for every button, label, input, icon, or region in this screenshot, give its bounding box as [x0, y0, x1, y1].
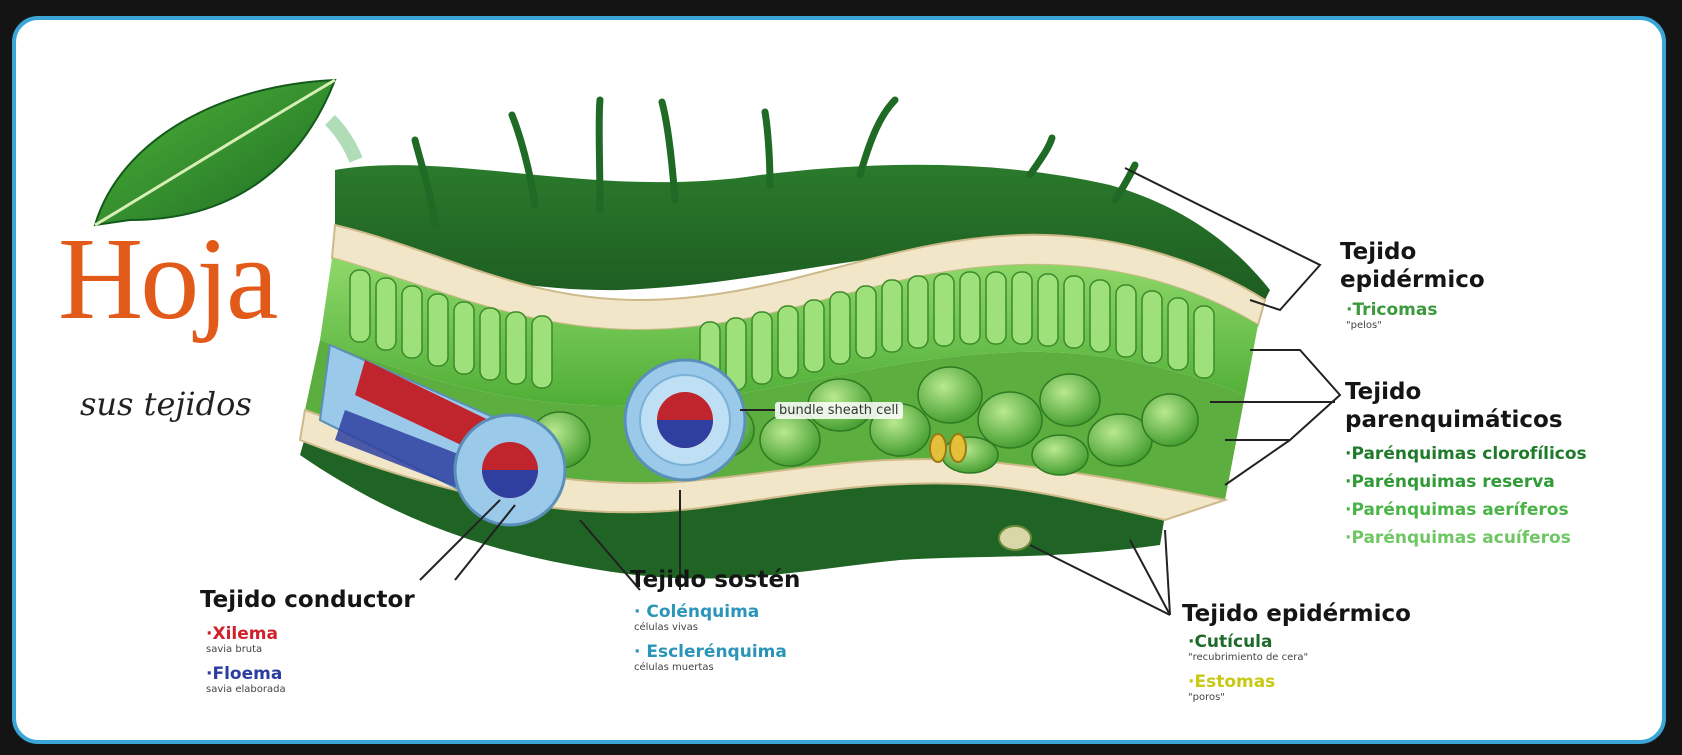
epidermico-top-group: Tejido epidérmico ·Tricomas "pelos": [1340, 238, 1485, 332]
epidermico-bottom-heading: Tejido epidérmico: [1182, 600, 1411, 628]
epidermico-bottom-group: Tejido epidérmico ·Cutícula "recubrimien…: [1182, 600, 1411, 704]
leaf-icon: [95, 80, 356, 225]
parenquima-heading-line1: Tejido: [1345, 378, 1587, 406]
colenquima-note: células vivas: [634, 622, 800, 634]
parenquima-heading-line2: parenquimáticos: [1345, 406, 1587, 434]
parenquima-item-aeriferos: ·Parénquimas aeríferos: [1345, 496, 1587, 524]
page-title: Hoja: [58, 220, 275, 338]
parenquima-group: Tejido parenquimáticos ·Parénquimas clor…: [1345, 378, 1587, 552]
floema-note: savia elaborada: [206, 684, 415, 696]
esclerenquima-label: · Esclerénquima: [634, 642, 800, 662]
estomas-note: "poros": [1188, 692, 1411, 704]
tricomas-note: "pelos": [1346, 320, 1485, 332]
bundle-sheath-cross-section: [625, 360, 745, 480]
parenquima-item-reserva: ·Parénquimas reserva: [1345, 468, 1587, 496]
page-subtitle: sus tejidos: [80, 385, 252, 423]
epidermico-top-heading-line2: epidérmico: [1340, 266, 1485, 294]
xilema-note: savia bruta: [206, 644, 415, 656]
colenquima-label: · Colénquima: [634, 602, 800, 622]
bundle-sheath-label: bundle sheath cell: [775, 402, 903, 419]
xilema-label: ·Xilema: [206, 624, 415, 644]
parenquima-item-clorofilicos: ·Parénquimas clorofílicos: [1345, 440, 1587, 468]
epidermico-top-heading-line1: Tejido: [1340, 238, 1485, 266]
conductor-group: Tejido conductor ·Xilema savia bruta ·Fl…: [200, 586, 415, 696]
parenquima-item-acuiferos: ·Parénquimas acuíferos: [1345, 524, 1587, 552]
sosten-group: Tejido sostén · Colénquima células vivas…: [630, 566, 800, 674]
floema-label: ·Floema: [206, 664, 415, 684]
cuticula-note: "recubrimiento de cera": [1188, 652, 1411, 664]
conductor-heading: Tejido conductor: [200, 586, 415, 614]
esclerenquima-note: células muertas: [634, 662, 800, 674]
sosten-heading: Tejido sostén: [630, 566, 800, 594]
cuticula-label: ·Cutícula: [1188, 632, 1411, 652]
tricomas-label: ·Tricomas: [1346, 300, 1485, 320]
estomas-label: ·Estomas: [1188, 672, 1411, 692]
